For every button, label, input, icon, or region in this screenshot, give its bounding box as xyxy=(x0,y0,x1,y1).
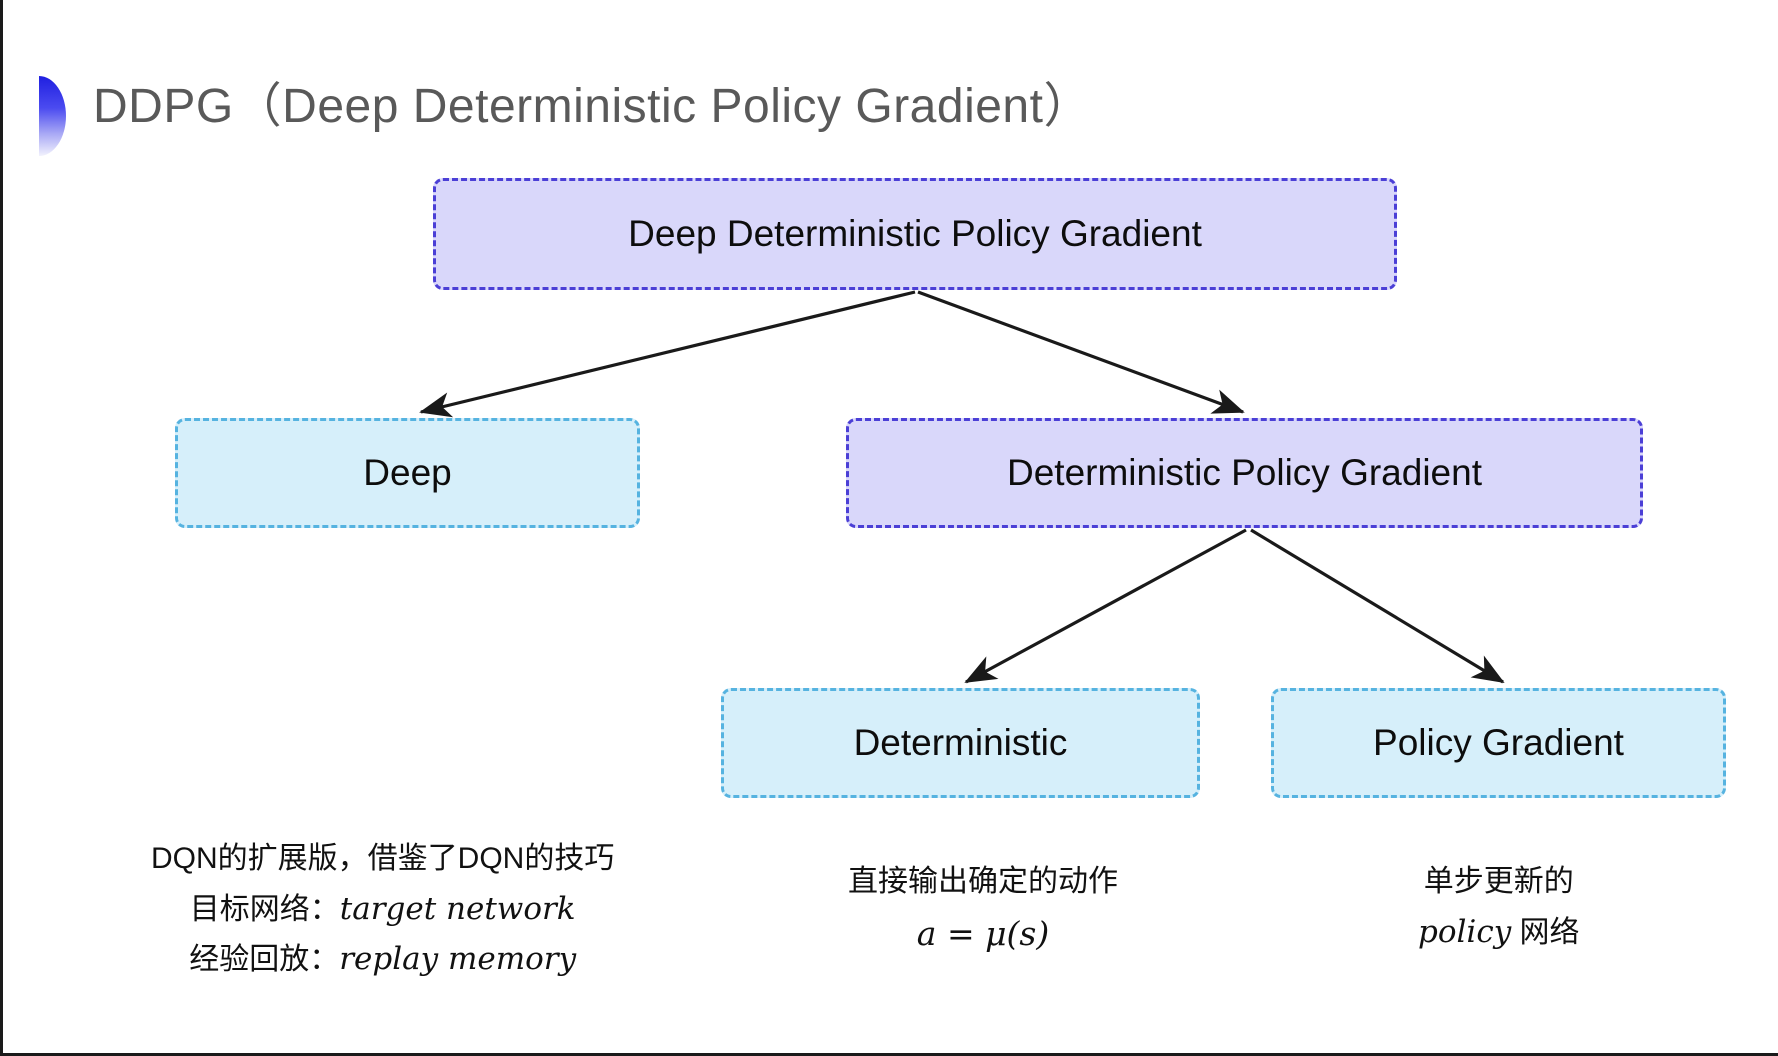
caption-deep-line2: 目标网络：target network xyxy=(151,884,614,935)
caption-deep-line3: 经验回放：replay memory xyxy=(151,934,614,985)
node-policy-gradient[interactable]: Policy Gradient xyxy=(1271,688,1726,798)
caption-policy-gradient-line2: policy 网络 xyxy=(1418,907,1580,958)
edge-root-dpg xyxy=(917,290,1245,414)
caption-deep: DQN的扩展版，借鉴了DQN的技巧 目标网络：target network 经验… xyxy=(151,835,614,985)
node-deterministic-policy-gradient[interactable]: Deterministic Policy Gradient xyxy=(846,418,1643,528)
caption-deep-line2-term: target network xyxy=(339,890,576,927)
caption-policy-gradient-line1: 单步更新的 xyxy=(1423,865,1574,898)
caption-deep-line3-label: 经验回放： xyxy=(189,943,340,977)
caption-deterministic: 直接输出确定的动作 a = μ(s) xyxy=(848,858,1118,960)
node-label: Deep Deterministic Policy Gradient xyxy=(628,212,1202,254)
node-label: Policy Gradient xyxy=(1373,721,1624,763)
title-bullet-icon xyxy=(39,76,66,156)
edge-root-deep xyxy=(419,290,916,418)
caption-deep-line2-label: 目标网络： xyxy=(189,892,340,926)
node-label: Deterministic xyxy=(853,721,1068,763)
node-deep[interactable]: Deep xyxy=(175,418,640,528)
node-label: Deep xyxy=(363,451,452,493)
node-label: Deterministic Policy Gradient xyxy=(1007,451,1482,493)
edge-dpg-policygradient xyxy=(1250,528,1505,684)
caption-policy-gradient-suffix: 网络 xyxy=(1511,915,1580,949)
page-title: DDPG（Deep Deterministic Policy Gradient） xyxy=(93,80,1092,133)
caption-policy-gradient: 单步更新的 policy 网络 xyxy=(1418,858,1580,957)
node-deep-deterministic-policy-gradient[interactable]: Deep Deterministic Policy Gradient xyxy=(433,178,1397,290)
caption-deep-line3-term: replay memory xyxy=(339,941,577,978)
caption-deterministic-formula: a = μ(s) xyxy=(916,913,1050,953)
caption-deterministic-line1: 直接输出确定的动作 xyxy=(848,865,1118,898)
node-deterministic[interactable]: Deterministic xyxy=(721,688,1200,798)
caption-policy-gradient-term: policy xyxy=(1418,913,1512,950)
edge-dpg-deterministic xyxy=(964,528,1247,684)
caption-deep-line1: DQN的扩展版，借鉴了DQN的技巧 xyxy=(151,842,615,875)
